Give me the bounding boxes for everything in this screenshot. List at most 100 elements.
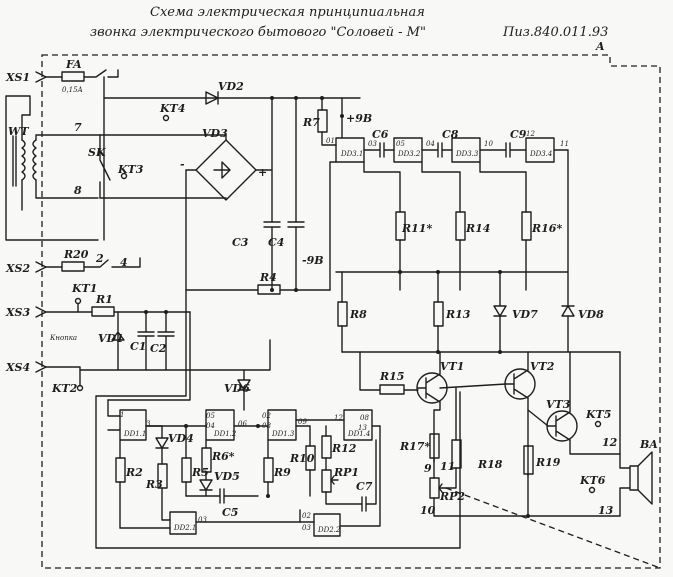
wire: [83, 69, 119, 78]
pin-04-b: 04: [206, 422, 215, 430]
testpoint-kt2: [76, 384, 84, 392]
junction: [436, 350, 440, 354]
junction: [270, 96, 274, 100]
label-xs4: XS4: [5, 361, 30, 374]
pin-2: 2: [95, 252, 104, 265]
label-bridge-plus: +: [258, 166, 267, 179]
label-vd3: VD3: [202, 127, 228, 140]
pin-11: 11: [560, 140, 569, 148]
resistor-r14: [455, 211, 466, 241]
pin-02-c: 02: [262, 412, 271, 420]
label-kt3: KT3: [117, 163, 144, 176]
transistor-vt3-symbol: [547, 411, 571, 441]
label-c4: C4: [268, 236, 284, 249]
speaker-ba: [629, 465, 639, 491]
pin-04: 04: [426, 140, 435, 148]
label-vd7: VD7: [512, 308, 538, 321]
resistor-r20: [61, 261, 85, 272]
wire: [433, 351, 441, 439]
junction: [266, 494, 270, 498]
pin-13-out: 13: [598, 504, 614, 517]
junction: [270, 288, 274, 292]
label-rp1: RP1: [333, 466, 359, 479]
junction: [526, 514, 530, 518]
label-c6: C6: [372, 128, 389, 141]
label-dd13: DD1.3: [271, 430, 295, 438]
resistor-r9: [263, 457, 274, 483]
diode-vd5: [199, 479, 213, 497]
resistor-r15: [379, 384, 405, 395]
testpoint-kt3: [120, 172, 128, 180]
label-vt3: VT3: [546, 398, 571, 411]
pin-1: 1: [120, 411, 124, 419]
label-transformer: WT: [8, 125, 29, 138]
resistor-r18: [451, 439, 462, 469]
switch-sk: [99, 134, 111, 199]
wire: [45, 366, 81, 387]
label-r16: R16*: [531, 222, 562, 235]
diode-vd6: [237, 369, 251, 411]
label-xs2: XS2: [5, 262, 30, 275]
wire: [295, 419, 381, 427]
pin-03-e: 03: [302, 524, 311, 532]
label-dd22: DD2.2: [317, 526, 341, 534]
wire: [35, 134, 101, 199]
capacitor-c8: [421, 142, 453, 158]
potentiometer-rp1-wiper: [330, 475, 339, 485]
label-bridge-minus: -: [180, 158, 185, 171]
wire: [99, 134, 227, 199]
label-c5: C5: [222, 506, 238, 519]
board-label: A: [595, 40, 605, 53]
wire: [79, 339, 271, 371]
connector-xs3: [35, 306, 47, 318]
transformer-core: [12, 135, 17, 187]
gate-dd14: [343, 409, 373, 441]
label-plus9: +9B: [346, 112, 372, 125]
pin-9: 9: [424, 462, 432, 475]
pin-13-d: 13: [358, 424, 367, 432]
wire: [5, 95, 99, 241]
resistor-r5: [181, 457, 192, 483]
label-r14: R14: [465, 222, 490, 235]
label-c3: C3: [232, 236, 249, 249]
pin-7: 7: [74, 121, 82, 134]
wire: [83, 257, 141, 268]
wire: [619, 351, 631, 517]
mechanical-link: [445, 487, 661, 569]
resistor-r10: [305, 445, 316, 471]
wire: [445, 387, 457, 489]
wire: [359, 351, 381, 391]
pin-08-d: 08: [360, 414, 369, 422]
wire: [363, 161, 401, 291]
pin-02-e: 02: [302, 512, 311, 520]
diode-vd4: [145, 425, 169, 465]
pin-12: 12: [526, 130, 535, 138]
resistor-r13: [433, 301, 444, 327]
diode-vd1: [111, 311, 125, 371]
label-dd34: DD3.4: [529, 150, 552, 158]
junction: [498, 350, 502, 354]
label-vt1: VT1: [440, 360, 464, 373]
pin-12-d: 12: [334, 414, 343, 422]
junction: [320, 96, 324, 100]
pin-12-out: 12: [602, 436, 618, 449]
gate-dd21: [169, 511, 197, 535]
junction: [144, 310, 148, 314]
label-r17: R17*: [399, 440, 430, 453]
junction: [256, 424, 260, 428]
diode-bridge-vd3: [195, 139, 257, 201]
potentiometer-rp1: [321, 469, 332, 493]
title-line2: звонка электрического бытового "Соловей …: [90, 25, 426, 40]
label-fa: FA: [65, 58, 82, 71]
pin-03: 03: [368, 140, 377, 148]
capacitor-c4: [287, 97, 305, 291]
label-switch: SK: [88, 146, 106, 159]
pin-09-c: 09: [298, 418, 307, 426]
capacitor-c7: [325, 439, 377, 512]
diode-vd7: [493, 271, 507, 353]
wire: [161, 487, 171, 521]
label-r12: R12: [331, 442, 357, 455]
wire: [299, 425, 381, 527]
pin-8: 8: [74, 184, 82, 197]
